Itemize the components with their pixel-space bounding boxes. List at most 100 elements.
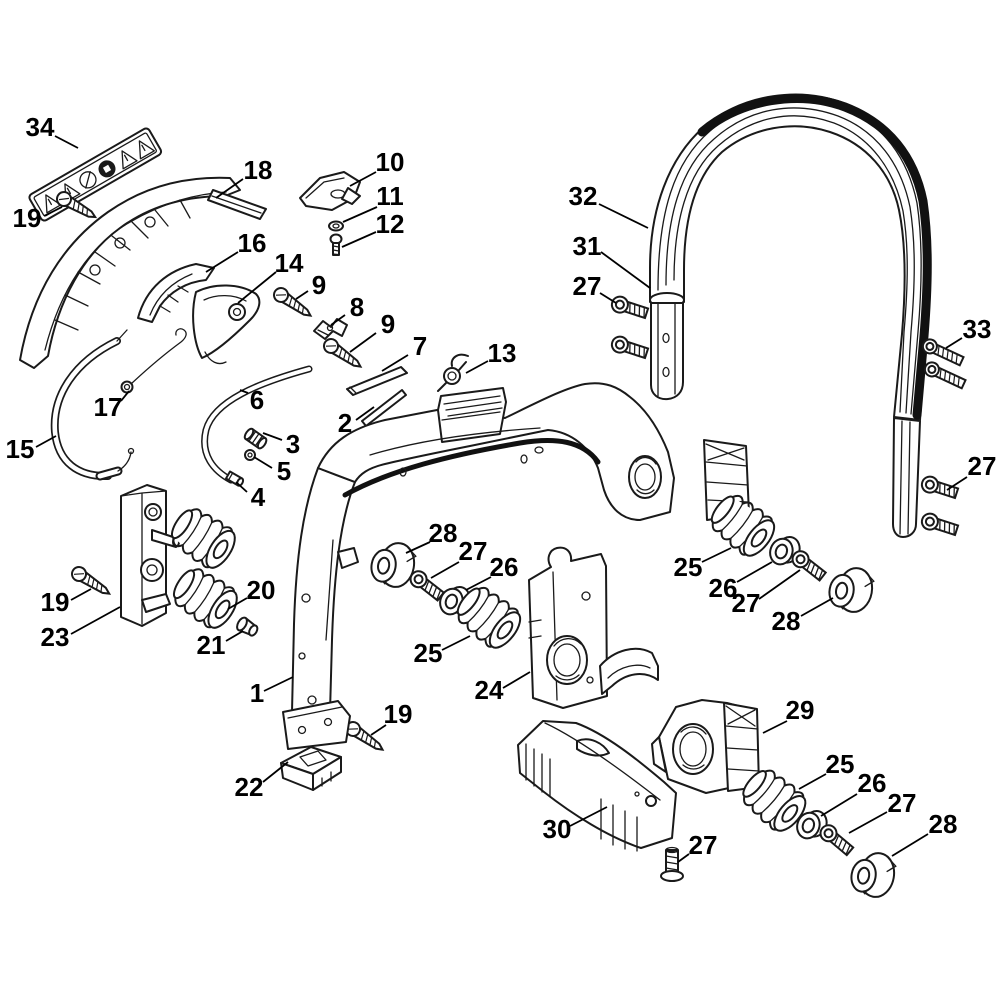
part-10-bracket <box>299 171 361 211</box>
callout-19b: 19 <box>41 587 70 617</box>
part-18-handle-molding <box>19 176 267 369</box>
part-4-cable-end <box>225 470 245 487</box>
leader-30 <box>569 806 608 827</box>
leader-26c <box>820 793 858 817</box>
callout-7: 7 <box>413 331 427 361</box>
callout-34: 34 <box>26 112 55 142</box>
part-27-screw-leg1 <box>608 293 651 322</box>
leader-31 <box>600 251 651 289</box>
callout-13: 13 <box>488 338 517 368</box>
part-17-grommet-wire <box>120 328 187 394</box>
callout-3: 3 <box>286 429 300 459</box>
leader-27c <box>946 476 968 491</box>
part-5-washer <box>244 449 256 461</box>
leader-20 <box>227 597 248 610</box>
part-32-handlebar-grip <box>649 93 932 421</box>
leader-14 <box>237 271 277 304</box>
callout-23: 23 <box>41 622 70 652</box>
callout-18: 18 <box>244 155 273 185</box>
callout-19a: 19 <box>13 203 42 233</box>
callout-27b: 27 <box>732 588 761 618</box>
part-13-spring <box>437 353 469 392</box>
leader-32 <box>598 203 649 229</box>
leader-26b <box>736 561 773 583</box>
callout-24: 24 <box>475 675 504 705</box>
callout-20: 20 <box>247 575 276 605</box>
leader-25a <box>441 635 471 651</box>
callout-25c: 25 <box>826 749 855 779</box>
leader-27d <box>599 292 617 304</box>
leader-23 <box>70 606 121 635</box>
leader-1 <box>263 676 294 692</box>
callout-21: 21 <box>197 630 226 660</box>
leader-21 <box>225 630 244 642</box>
leader-16 <box>205 251 239 273</box>
callout-11: 11 <box>376 181 404 211</box>
part-19-screw-bottom <box>342 718 388 757</box>
part-28-cap-right <box>825 563 877 616</box>
part-9-screw-upper <box>270 284 316 323</box>
part-7-rod <box>346 366 408 396</box>
callout-22: 22 <box>235 772 264 802</box>
leader-19a <box>43 206 63 217</box>
part-8-clamp <box>313 318 348 340</box>
callout-33: 33 <box>963 314 992 344</box>
callout-4: 4 <box>251 482 266 512</box>
part-30-mount-rail <box>517 720 677 852</box>
callout-26c: 26 <box>858 768 887 798</box>
callout-8: 8 <box>350 292 364 322</box>
callout-19c: 19 <box>384 699 413 729</box>
leader-24 <box>502 671 531 689</box>
leader-22 <box>262 761 289 783</box>
callout-27e: 27 <box>888 788 917 818</box>
callout-29: 29 <box>786 695 815 725</box>
leader-28b <box>800 597 834 617</box>
callout-25b: 25 <box>674 552 703 582</box>
callout-9b: 9 <box>381 309 395 339</box>
leader-27a <box>430 561 460 579</box>
callout-26b: 26 <box>709 573 738 603</box>
leader-9b <box>349 332 377 353</box>
part-20-buffer-lower <box>165 560 245 636</box>
part-31-handlebar-tube <box>650 302 921 538</box>
callout-17: 17 <box>94 392 123 422</box>
leader-25c <box>798 773 827 790</box>
part-19-screw-left <box>68 563 115 601</box>
part-27-screw-bottomcenter <box>660 846 684 882</box>
callout-28c: 28 <box>929 809 958 839</box>
leader-10 <box>349 171 377 187</box>
leader-26a <box>465 576 492 591</box>
callout-26a: 26 <box>490 552 519 582</box>
leader-28a <box>405 541 431 554</box>
part-27-screw-leg2 <box>608 333 651 362</box>
part-6-throttle-cable <box>201 365 313 484</box>
part-24-clamp-bracket <box>528 546 659 709</box>
callout-9a: 9 <box>312 270 326 300</box>
leader-27e <box>848 811 888 834</box>
part-9-screw-lower <box>320 335 366 374</box>
leader-2 <box>355 406 375 421</box>
leader-7 <box>381 354 409 372</box>
callout-12: 12 <box>376 209 405 239</box>
leader-19b <box>70 588 92 601</box>
leader-6 <box>239 389 249 394</box>
leader-29 <box>762 720 788 734</box>
callout-28b: 28 <box>772 606 801 636</box>
part-27-screw-right2 <box>918 510 961 539</box>
callout-31: 31 <box>573 231 602 261</box>
leader-33 <box>945 337 963 349</box>
leader-12 <box>341 231 377 248</box>
part-22-cover <box>280 746 342 791</box>
callout-14: 14 <box>275 248 304 278</box>
leader-11 <box>342 206 378 223</box>
callout-16: 16 <box>238 228 267 258</box>
callout-32: 32 <box>569 181 598 211</box>
part-2-rod <box>361 389 407 427</box>
callout-27c: 27 <box>968 451 997 481</box>
part-14-throttle-trigger <box>192 284 261 365</box>
callout-30: 30 <box>543 814 572 844</box>
callout-28a: 28 <box>429 518 458 548</box>
leader-19c <box>370 724 387 736</box>
callout-2: 2 <box>338 408 352 438</box>
